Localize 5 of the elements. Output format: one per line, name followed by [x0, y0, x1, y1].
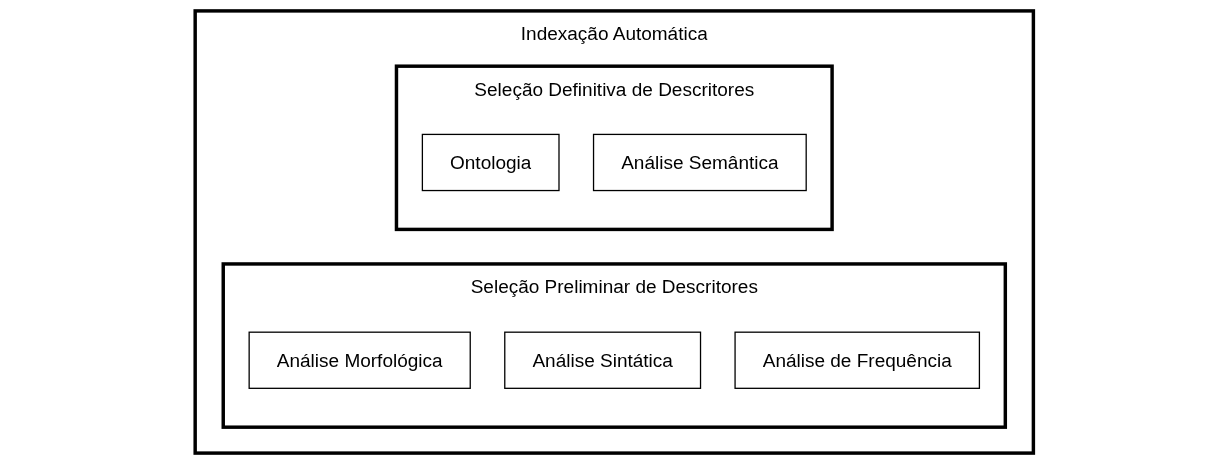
- node-box: Análise Morfológica: [248, 331, 471, 389]
- node-box: Análise Sintática: [503, 331, 701, 389]
- node-box: Análise Semântica: [592, 133, 807, 192]
- node-box: Ontologia: [421, 133, 560, 192]
- node-box: Análise de Frequência: [734, 331, 980, 389]
